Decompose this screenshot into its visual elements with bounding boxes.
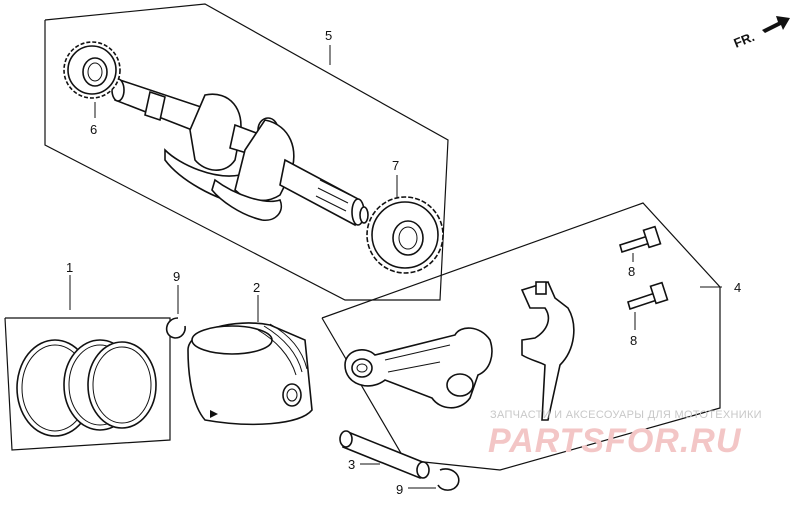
piston-rings [16,339,157,437]
crankshaft-group-frame [44,3,449,301]
callout-8-upper: 8 [628,264,635,279]
callout-4: 4 [734,280,741,295]
crankshaft [111,78,369,227]
bolt-8-upper [619,225,662,254]
front-direction-indicator: FR. [732,16,790,51]
front-label: FR. [732,29,757,51]
callout-9-upper: 9 [173,269,180,284]
front-arrow-icon [762,16,790,33]
watermark-brand: PARTSFOR.RU [488,422,742,460]
circlip-9-lower [437,468,460,491]
bolt-8-lower [627,281,669,311]
circlip-9-upper [165,317,186,339]
gear-7 [366,196,444,274]
piston-rings-frame [4,317,171,451]
callout-5: 5 [325,28,332,43]
gear-6 [63,41,121,99]
callout-3: 3 [348,457,355,472]
piston-pin [339,430,430,480]
callout-1: 1 [66,260,73,275]
callout-2: 2 [253,280,260,295]
callout-6: 6 [90,122,97,137]
callout-7: 7 [392,158,399,173]
leader-lines [69,45,722,489]
callout-8-lower: 8 [630,333,637,348]
watermark-caption: ЗАПЧАСТИ И АКСЕСОУАРЫ ДЛЯ МОТОТЕХНИКИ [490,409,762,421]
callout-9-lower: 9 [396,482,403,497]
piston [187,322,313,426]
rod-cap [520,281,575,421]
connecting-rod [344,327,493,409]
